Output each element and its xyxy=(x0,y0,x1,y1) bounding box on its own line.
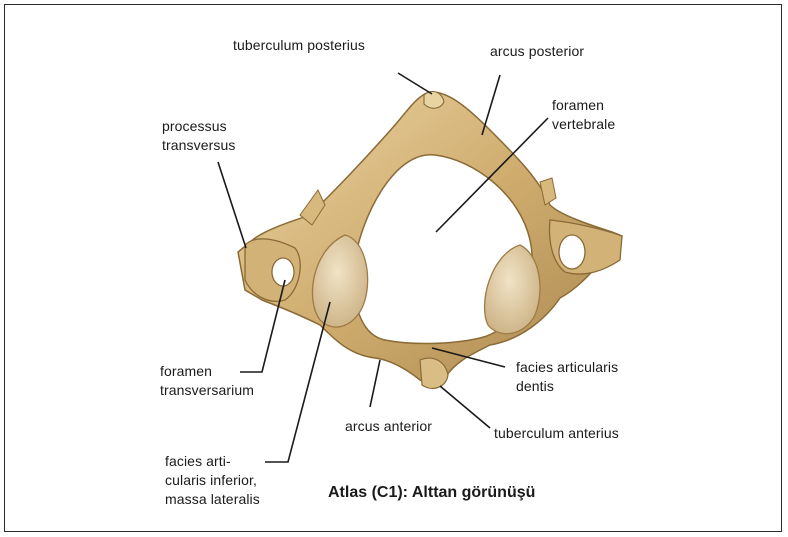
label-processus-transversus: processus transversus xyxy=(162,117,235,155)
label-foramen-transversarium: foramen transversarium xyxy=(160,362,254,400)
label-foramen-vertebrale: foramen vertebrale xyxy=(552,96,615,134)
label-arcus-posterior: arcus posterior xyxy=(490,42,584,61)
label-facies-articularis-inferior: facies arti- cularis inferior, massa lat… xyxy=(165,452,260,509)
label-tuberculum-anterius: tuberculum anterius xyxy=(494,424,619,443)
figure-caption: Atlas (C1): Alttan görünüşü xyxy=(328,484,535,502)
label-arcus-anterior: arcus anterior xyxy=(345,417,432,436)
leader-processus-transversus xyxy=(218,162,246,248)
leader-tuberculum-posterius xyxy=(398,73,432,94)
leader-arcus-posterior xyxy=(482,75,500,135)
label-facies-articularis-dentis: facies articularis dentis xyxy=(516,358,618,396)
leader-tuberculum-anterius xyxy=(440,386,490,428)
leader-arcus-anterior xyxy=(370,360,380,407)
label-tuberculum-posterius: tuberculum posterius xyxy=(233,36,365,55)
